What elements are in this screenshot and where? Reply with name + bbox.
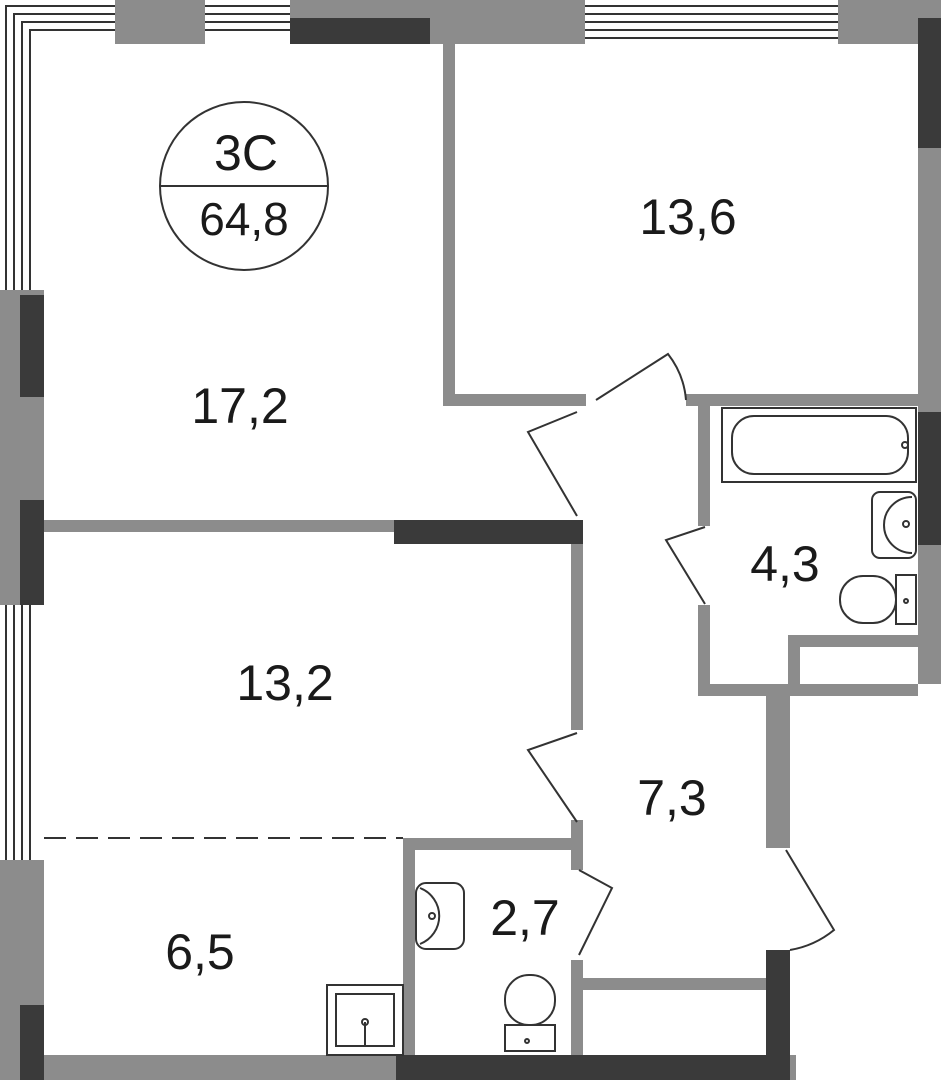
apartment-badge: 3С 64,8 (159, 101, 329, 271)
fixtures (326, 407, 917, 1056)
room-label-bathroom: 4,3 (750, 536, 820, 592)
apartment-type: 3С (214, 125, 278, 181)
door-room-a (526, 411, 578, 517)
doors (526, 352, 836, 956)
door-toilet (578, 869, 614, 956)
door-bathroom (664, 526, 706, 605)
room-label-a: 17,2 (191, 378, 288, 434)
door-room-b (595, 352, 687, 401)
room-label-c: 13,2 (236, 655, 333, 711)
apartment-total-area: 64,8 (199, 193, 289, 245)
window-frames (5, 5, 838, 860)
toilet-wc (504, 1024, 556, 1052)
door-entrance (785, 849, 836, 951)
room-label-b: 13,6 (639, 189, 736, 245)
room-label-hallway: 7,3 (637, 770, 707, 826)
door-room-c (526, 732, 578, 823)
room-labels: 17,2 13,6 13,2 6,5 4,3 7,3 2,7 (165, 189, 820, 980)
walls-dark (20, 18, 941, 1080)
room-label-kitchen: 6,5 (165, 924, 235, 980)
room-label-toilet: 2,7 (490, 890, 560, 946)
